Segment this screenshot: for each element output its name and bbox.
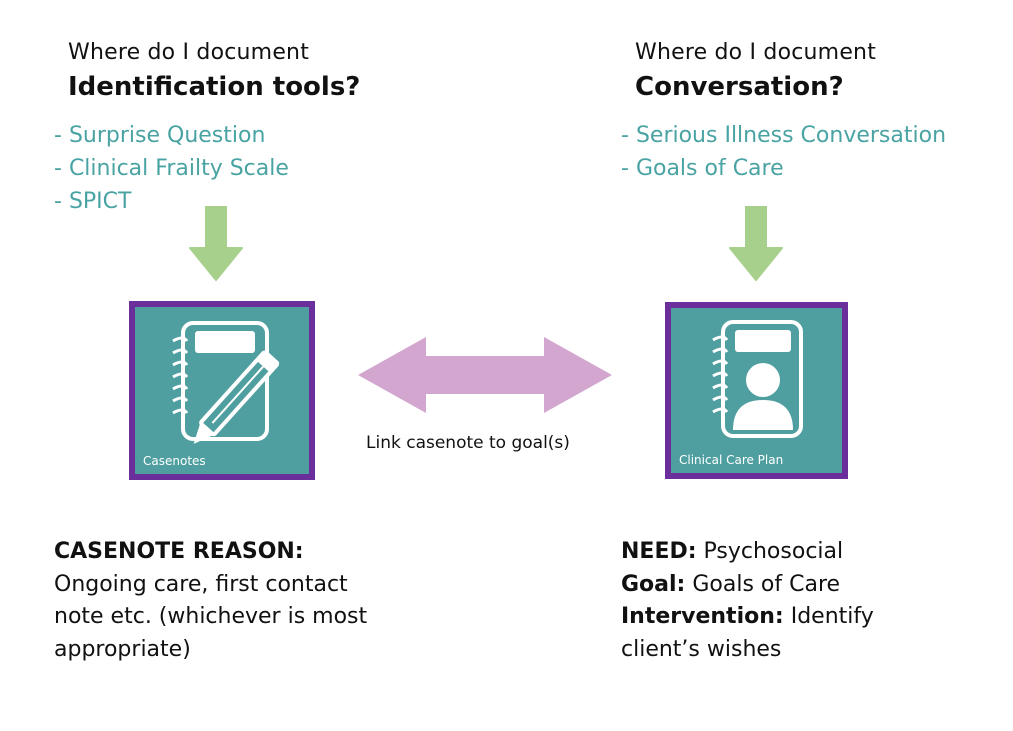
casenote-reason-block: CASENOTE REASON: Ongoing care, first con…: [54, 536, 414, 666]
need-value: Psychosocial: [703, 539, 844, 564]
right-conversation-list: Serious Illness Conversation Goals of Ca…: [621, 119, 946, 185]
left-tools-list: Surprise Question Clinical Frailty Scale…: [54, 119, 289, 218]
casenotes-tile-label: Casenotes: [143, 454, 206, 468]
left-down-arrow-icon: [189, 206, 243, 281]
list-item: SPICT: [54, 185, 289, 218]
casenote-reason-line: note etc. (whichever is most: [54, 604, 368, 629]
list-item: Goals of Care: [621, 152, 946, 185]
link-label: Link casenote to goal(s): [366, 433, 570, 453]
casenote-reason-line: appropriate): [54, 636, 191, 662]
intervention-label: Intervention:: [621, 604, 784, 629]
care-plan-details-block: NEED: Psychosocial Goal: Goals of Care I…: [621, 536, 1001, 666]
intervention-continuation: client’s wishes: [621, 636, 782, 662]
right-down-arrow-icon: [729, 206, 783, 281]
list-item: Serious Illness Conversation: [621, 119, 946, 152]
casenotes-tile[interactable]: Casenotes: [129, 301, 315, 480]
list-item: Surprise Question: [54, 119, 289, 152]
left-question-title: Identification tools?: [68, 72, 361, 102]
goal-label: Goal:: [621, 571, 686, 597]
intervention-value: Identify: [790, 604, 874, 629]
casenote-reason-heading: CASENOTE REASON:: [54, 539, 304, 564]
right-question-title: Conversation?: [635, 72, 844, 102]
list-item: Clinical Frailty Scale: [54, 152, 289, 185]
clinical-care-plan-tile-label: Clinical Care Plan: [679, 453, 784, 467]
double-arrow-icon: [358, 337, 612, 413]
left-question-line: Where do I document: [68, 40, 310, 65]
casenote-reason-line: Ongoing care, first contact: [54, 571, 348, 597]
clinical-care-plan-tile[interactable]: Clinical Care Plan: [665, 302, 848, 479]
notebook-pencil-icon: [172, 321, 280, 444]
notebook-person-icon: [712, 320, 803, 438]
need-label: NEED:: [621, 539, 697, 564]
right-question-line: Where do I document: [635, 40, 877, 65]
goal-value: Goals of Care: [692, 571, 841, 597]
